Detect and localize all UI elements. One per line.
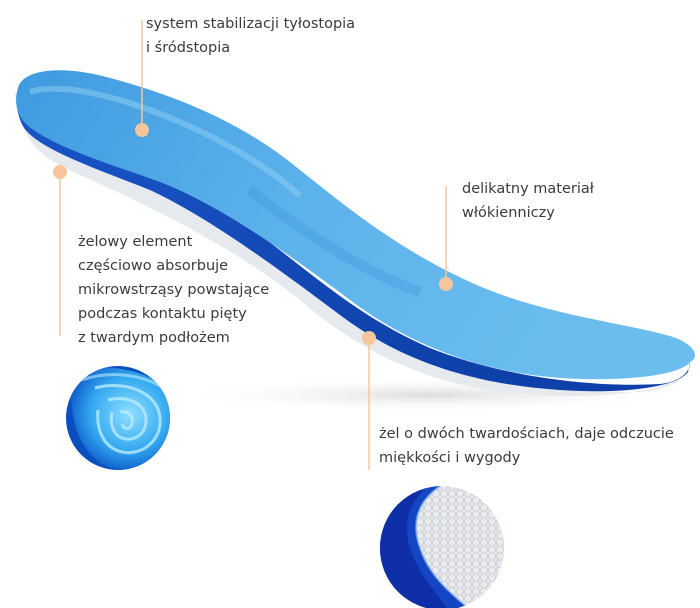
callout-fabric-text: delikatny materiał włókienniczy: [462, 177, 594, 225]
callout-line-text: żelowy element: [78, 234, 193, 250]
callout-dual-gel-text: żel o dwóch twardościach, daje odczucie …: [379, 422, 674, 470]
insole-base-layer: [22, 112, 689, 396]
callout-dot-dual-gel: [362, 331, 376, 345]
callout-line-text: system stabilizacji tyłostopia: [146, 16, 356, 32]
callout-line-text: i śródstopia: [146, 40, 231, 56]
callout-line-text: miękkości i wygody: [379, 450, 521, 466]
zoom-dual-gel: [380, 486, 504, 608]
callout-line-text: delikatny materiał: [462, 181, 594, 197]
callout-stabilization-text: system stabilizacji tyłostopia i śródsto…: [146, 12, 355, 60]
callout-line-text: żel o dwóch twardościach, daje odczucie: [379, 426, 674, 442]
callout-gel-element-text: żelowy element częściowo absorbuje mikro…: [78, 230, 269, 350]
callout-line-text: z twardym podłożem: [78, 330, 230, 346]
insole-top-surface: [16, 70, 696, 380]
callout-dot-gel-element: [53, 165, 67, 179]
callout-line-text: mikrowstrząsy powstające: [78, 282, 270, 298]
callout-line-text: włókienniczy: [462, 205, 555, 221]
callout-line-text: częściowo absorbuje: [78, 258, 229, 274]
callout-dot-fabric: [439, 277, 453, 291]
zoom-gel-heel: [66, 366, 170, 470]
callout-dot-stabilization: [135, 123, 149, 137]
callout-line-text: podczas kontaktu pięty: [78, 306, 247, 322]
floor-shadow: [170, 377, 690, 413]
